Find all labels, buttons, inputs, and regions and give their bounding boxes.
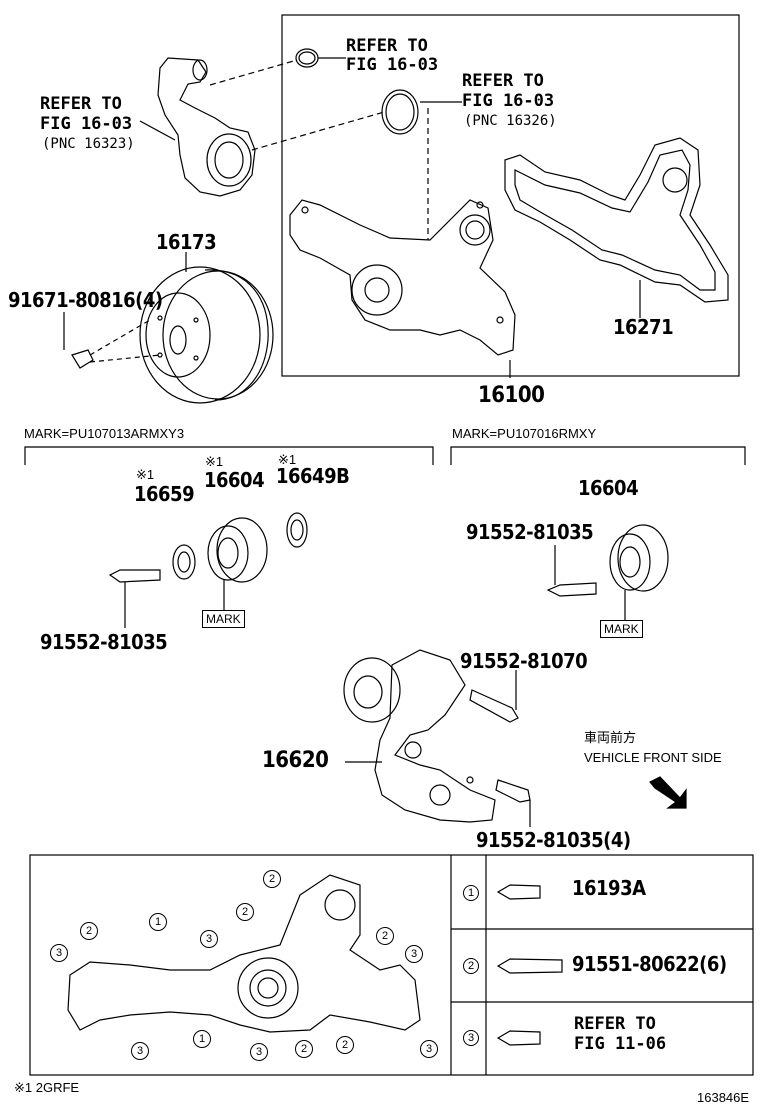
callout-3-d: 3 bbox=[131, 1042, 149, 1060]
callout-2-c: 2 bbox=[263, 870, 281, 888]
mark-label-a: MARK bbox=[202, 610, 245, 628]
mark-b: MARK=PU107016RMXY bbox=[452, 426, 597, 441]
callout-3-f: 3 bbox=[420, 1040, 438, 1058]
callout-3-c: 3 bbox=[405, 945, 423, 963]
refer-3-line2: FIG 16-03 bbox=[40, 114, 133, 134]
part-91552-81035-b[interactable]: 91552-81035 bbox=[466, 520, 594, 544]
part-91671-80816[interactable]: 91671-80816(4) bbox=[8, 288, 163, 312]
legend-16193a[interactable]: 16193A bbox=[572, 876, 646, 900]
part-91552-81035-4[interactable]: 91552-81035(4) bbox=[476, 828, 631, 852]
front-arrow-icon bbox=[649, 776, 687, 809]
part-16604a[interactable]: 16604 bbox=[204, 468, 265, 492]
callout-1-b: 1 bbox=[193, 1030, 211, 1048]
legend-refer-line1: REFER TO bbox=[574, 1014, 656, 1034]
part-16604b[interactable]: 16604 bbox=[578, 476, 639, 500]
idler-pulley-a bbox=[108, 512, 308, 583]
water-pump-gasket bbox=[504, 137, 729, 303]
water-pump bbox=[289, 199, 516, 356]
callout-2-d: 2 bbox=[376, 927, 394, 945]
star-note-16659: ※1 bbox=[136, 467, 155, 482]
part-16100[interactable]: 16100 bbox=[478, 383, 545, 408]
callout-3-b: 3 bbox=[200, 930, 218, 948]
legend-num-2: 2 bbox=[463, 958, 479, 974]
callout-2-f: 2 bbox=[336, 1036, 354, 1054]
refer-3-line1: REFER TO bbox=[40, 94, 122, 114]
callout-2-b: 2 bbox=[236, 903, 254, 921]
bolt-diagram-frame bbox=[29, 854, 754, 1076]
part-16173[interactable]: 16173 bbox=[156, 230, 217, 254]
part-91552-81070[interactable]: 91552-81070 bbox=[460, 649, 588, 673]
refer-3-pnc: (PNC 16323) bbox=[42, 136, 135, 152]
callout-2-a: 2 bbox=[80, 922, 98, 940]
callout-3-e: 3 bbox=[250, 1043, 268, 1061]
mark-label-b: MARK bbox=[600, 620, 643, 638]
figure-code: 163846E bbox=[697, 1090, 750, 1105]
star-note-16649b: ※1 bbox=[278, 452, 297, 467]
refer-1-line2: FIG 16-03 bbox=[346, 55, 439, 75]
gasket-bolt-diagram bbox=[67, 874, 421, 1033]
idler-pulley-b bbox=[546, 524, 669, 597]
star-note-16604a: ※1 bbox=[205, 454, 224, 469]
part-16659[interactable]: 16659 bbox=[134, 482, 195, 506]
mark-a: MARK=PU107013ARMXY3 bbox=[24, 426, 185, 441]
vehicle-front-jp: 車両前方 bbox=[584, 730, 637, 745]
callout-2-e: 2 bbox=[295, 1040, 313, 1058]
vehicle-front-side: VEHICLE FRONT SIDE bbox=[584, 750, 722, 765]
legend-refer-line2: FIG 11-06 bbox=[574, 1034, 667, 1054]
refer-2-pnc: (PNC 16326) bbox=[464, 113, 557, 129]
part-91552-81035-a[interactable]: 91552-81035 bbox=[40, 630, 168, 654]
bracket-right bbox=[450, 446, 746, 465]
legend-91551-80622[interactable]: 91551-80622(6) bbox=[572, 952, 727, 976]
pulley bbox=[139, 266, 274, 404]
refer-2-line1: REFER TO bbox=[462, 71, 544, 91]
footnote: ※1 2GRFE bbox=[14, 1080, 80, 1095]
bracket-left bbox=[24, 446, 434, 465]
legend-num-3: 3 bbox=[463, 1030, 479, 1046]
belt-tensioner bbox=[343, 649, 531, 823]
refer-2-line2: FIG 16-03 bbox=[462, 91, 555, 111]
water-outlet-pipe bbox=[157, 57, 256, 197]
part-16620[interactable]: 16620 bbox=[262, 748, 329, 773]
refer-1-line1: REFER TO bbox=[346, 36, 428, 56]
legend-num-1: 1 bbox=[463, 885, 479, 901]
callout-1-a: 1 bbox=[149, 913, 167, 931]
part-16649b[interactable]: 16649B bbox=[276, 464, 350, 488]
callout-3-a: 3 bbox=[50, 944, 68, 962]
part-16271[interactable]: 16271 bbox=[613, 315, 674, 339]
